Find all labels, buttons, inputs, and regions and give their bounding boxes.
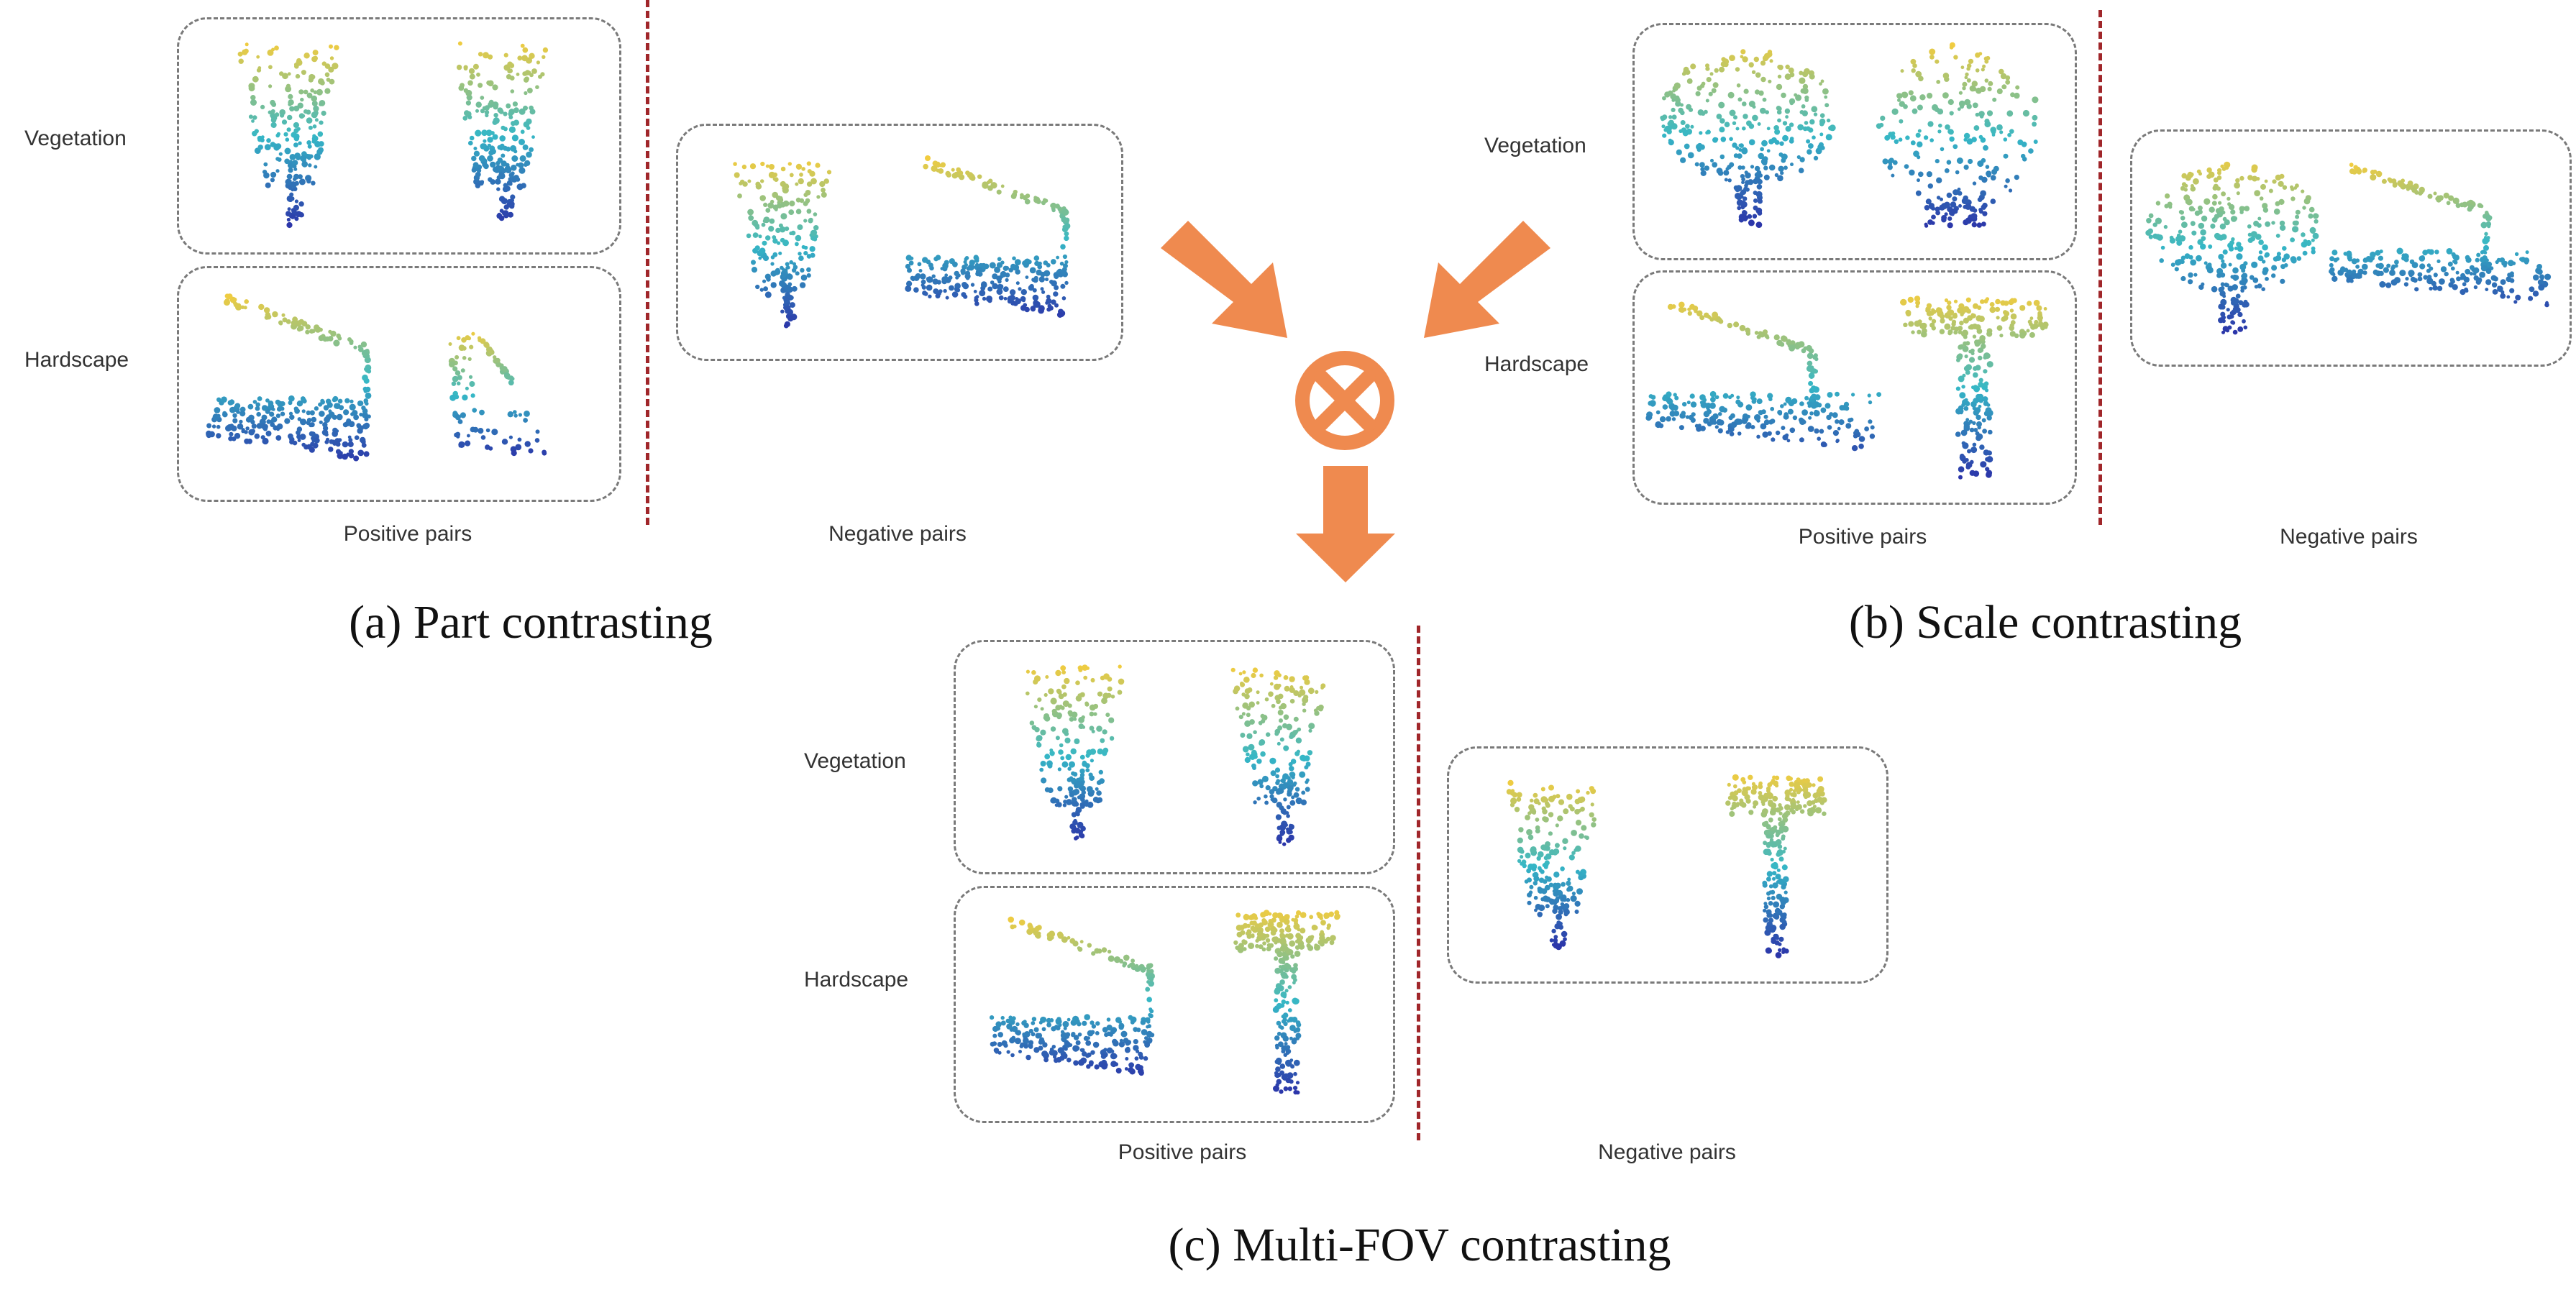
negative-pairs-label: Negative pairs — [2280, 525, 2418, 549]
point-cloud-hardscape-negative — [1725, 774, 1827, 958]
caption-c: (c) Multi-FOV contrasting — [1168, 1219, 1671, 1271]
negative-pairs-label: Negative pairs — [1598, 1140, 1736, 1164]
arrow-from-a-icon — [1161, 221, 1287, 338]
negative-box — [1447, 746, 1888, 984]
point-cloud-hardscape-fov-large — [1233, 910, 1340, 1095]
row-label-hardscape: Hardscape — [804, 968, 909, 992]
row-label-hardscape: Hardscape — [24, 348, 129, 372]
negative-pairs-label: Negative pairs — [828, 522, 967, 546]
point-cloud-tree-full — [1660, 49, 1836, 228]
point-cloud-tree-negative — [733, 161, 832, 329]
positive-pairs-label: Positive pairs — [1798, 525, 1927, 549]
point-cloud-hardscape-full — [206, 293, 372, 462]
point-cloud-tree-fov-large — [1230, 667, 1326, 846]
point-cloud-hardscape-negative — [905, 155, 1071, 318]
row-label-vegetation: Vegetation — [1484, 134, 1586, 157]
point-cloud-tree-negative — [1506, 779, 1597, 951]
point-cloud-tree-fov-small — [1026, 664, 1125, 841]
divider — [2098, 10, 2102, 525]
divider — [646, 0, 649, 525]
negative-box — [2130, 129, 2572, 367]
row-label-vegetation: Vegetation — [24, 127, 127, 150]
point-cloud-hardscape-negative — [2329, 162, 2552, 308]
positive-pairs-label: Positive pairs — [343, 522, 472, 546]
point-cloud-hardscape-fov-small — [990, 916, 1155, 1076]
positive-box-vegetation — [177, 17, 621, 255]
point-cloud-tree-part — [237, 42, 339, 229]
point-cloud-hardscape-zoomed — [1900, 296, 2049, 480]
arrow-from-b-icon — [1424, 221, 1550, 338]
point-cloud-tree-part-other — [456, 41, 549, 221]
point-cloud-tree-zoomed — [1876, 42, 2039, 229]
point-cloud-hardscape-full — [1645, 301, 1881, 452]
positive-box-vegetation — [954, 640, 1395, 874]
caption-a: (a) Part contrasting — [349, 596, 713, 649]
point-cloud-tree-negative — [2145, 161, 2319, 335]
row-label-vegetation: Vegetation — [804, 749, 906, 773]
point-cloud-hardscape-part — [448, 331, 547, 457]
positive-box-vegetation — [1632, 23, 2077, 260]
combine-symbol-icon — [1295, 351, 1394, 450]
arrow-down-icon — [1296, 466, 1395, 582]
negative-box — [676, 124, 1123, 361]
caption-b: (b) Scale contrasting — [1848, 596, 2242, 649]
positive-box-hardscape — [177, 266, 621, 502]
positive-box-hardscape — [1632, 270, 2077, 505]
positive-box-hardscape — [954, 886, 1395, 1123]
divider — [1417, 626, 1420, 1140]
row-label-hardscape: Hardscape — [1484, 352, 1589, 376]
positive-pairs-label: Positive pairs — [1118, 1140, 1247, 1164]
